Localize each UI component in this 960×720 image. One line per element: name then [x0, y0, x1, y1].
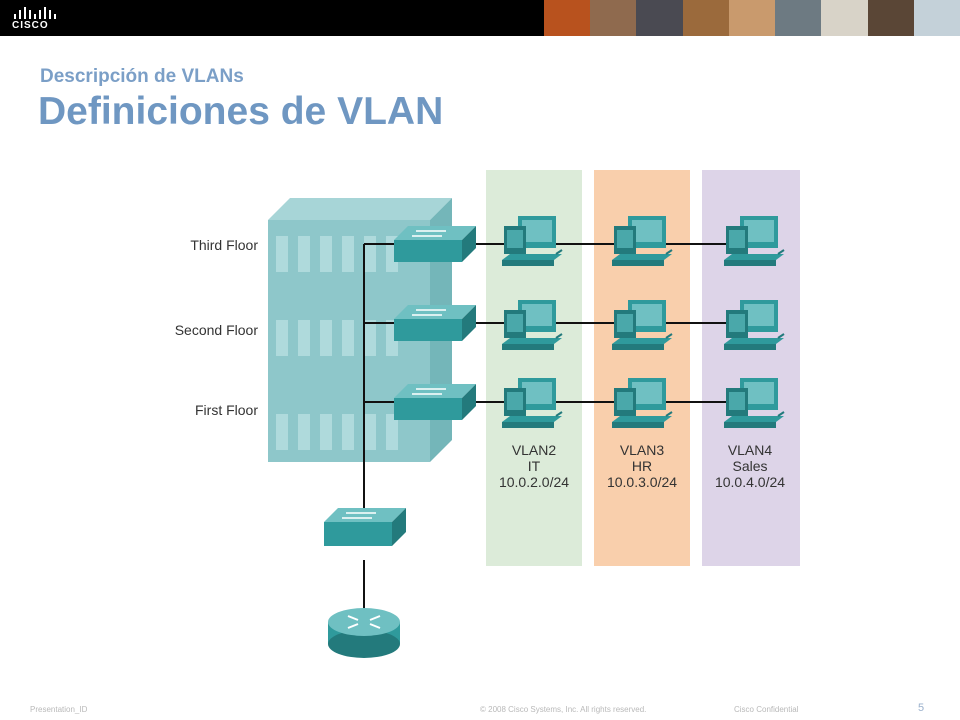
vlan-name: VLAN3	[619, 442, 665, 458]
header-photo	[728, 0, 776, 36]
floor-label-second: Second Floor	[174, 322, 258, 338]
vlan-dept: HR	[631, 458, 653, 474]
header-photo	[821, 0, 868, 36]
logo-wordmark: CISCO	[12, 20, 49, 31]
header-bar: CISCO	[0, 0, 960, 36]
pc-icon	[724, 378, 785, 428]
pc-icon	[724, 300, 785, 350]
header-photo	[913, 0, 960, 36]
cisco-logo-bars-icon	[14, 7, 56, 19]
slide-title: Definiciones de VLAN	[38, 90, 444, 133]
pc-group	[502, 216, 785, 428]
floor-label-first: First Floor	[195, 402, 258, 418]
pc-icon	[612, 300, 673, 350]
header-photo	[682, 0, 729, 36]
header-photo	[775, 0, 822, 36]
vlan-dept: Sales	[732, 458, 768, 474]
vlan4-label: VLAN4 Sales 10.0.4.0/24	[702, 442, 798, 490]
pc-icon	[612, 216, 673, 266]
slide-subtitle: Descripción de VLANs	[40, 66, 244, 87]
footer-confidential: Cisco Confidential	[734, 705, 799, 714]
pc-icon	[502, 300, 563, 350]
router-icon	[328, 608, 400, 658]
footer-copyright: © 2008 Cisco Systems, Inc. All rights re…	[480, 705, 647, 714]
switch-first-floor	[394, 384, 476, 420]
vlan-dept: IT	[527, 458, 541, 474]
cisco-logo: CISCO	[12, 6, 62, 32]
header-photo-strip	[544, 0, 960, 36]
vlan-subnet: 10.0.3.0/24	[606, 474, 678, 490]
header-photo	[544, 0, 591, 36]
switch-second-floor	[394, 305, 476, 341]
vlan-name: VLAN4	[727, 442, 773, 458]
vlan3-label: VLAN3 HR 10.0.3.0/24	[594, 442, 690, 490]
vlan2-label: VLAN2 IT 10.0.2.0/24	[486, 442, 582, 490]
pc-icon	[502, 378, 563, 428]
pc-icon	[612, 378, 673, 428]
header-photo	[636, 0, 683, 36]
vlan-subnet: 10.0.2.0/24	[498, 474, 570, 490]
header-photo	[867, 0, 914, 36]
page-number: 5	[918, 702, 925, 714]
pc-icon	[502, 216, 563, 266]
vlan-subnet: 10.0.4.0/24	[714, 474, 786, 490]
pc-icon	[724, 216, 785, 266]
floor-label-third: Third Floor	[190, 237, 258, 253]
header-photo	[590, 0, 637, 36]
vlan-name: VLAN2	[511, 442, 557, 458]
switch-core	[324, 508, 406, 546]
footer-presentation-id: Presentation_ID	[30, 705, 88, 714]
switch-third-floor	[394, 226, 476, 262]
